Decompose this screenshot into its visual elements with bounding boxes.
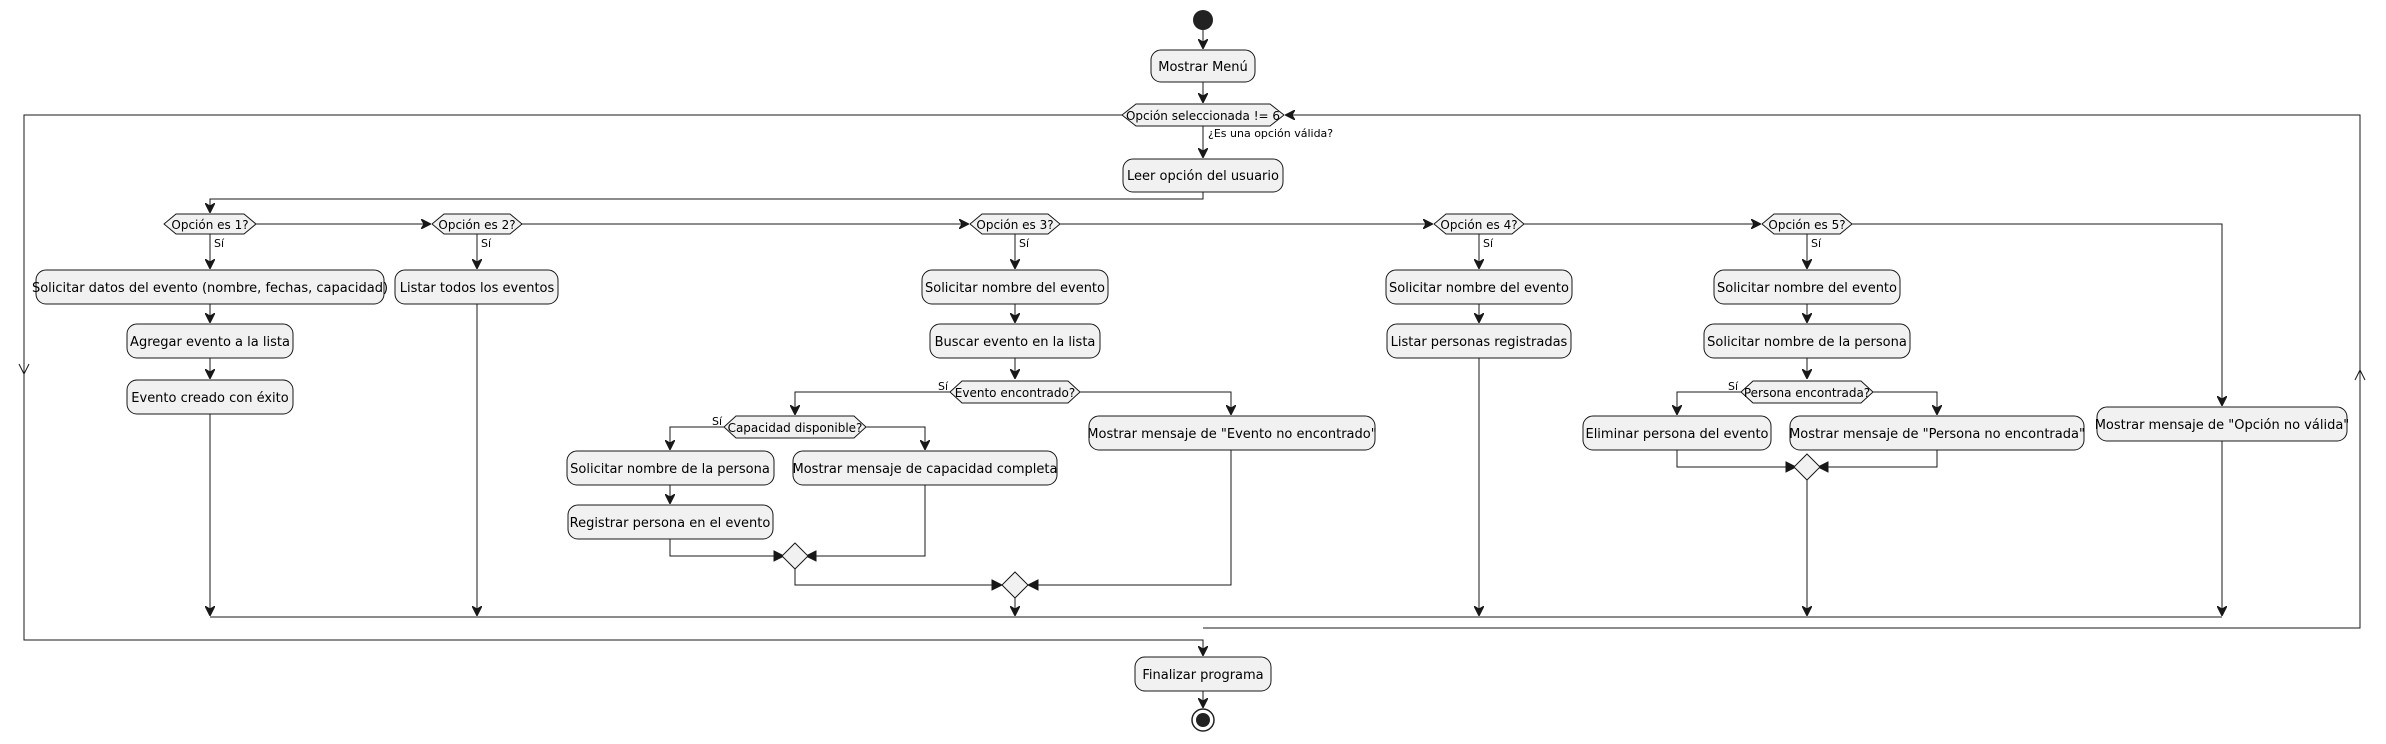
end-program-text: Finalizar programa <box>1142 668 1263 683</box>
person-found-text: Persona encontrada? <box>1744 386 1870 400</box>
person-not-found-text: Mostrar mensaje de "Persona no encontrad… <box>1789 427 2085 442</box>
opt3-yes-label: Sí <box>1019 237 1030 250</box>
capacity-merge-diamond <box>781 542 809 570</box>
event-not-found-text: Mostrar mensaje de "Evento no encontrado… <box>1087 427 1376 442</box>
event-found-yes-label: Sí <box>938 380 949 393</box>
capacity-text: Capacidad disponible? <box>728 421 863 435</box>
read-option-text: Leer opción del usuario <box>1127 169 1279 184</box>
opt1-condition-text: Opción es 1? <box>171 218 248 232</box>
opt5-condition-text: Opción es 5? <box>1768 218 1845 232</box>
opt3-condition-text: Opción es 3? <box>976 218 1053 232</box>
opt3-register-text: Registrar persona en el evento <box>570 516 771 531</box>
opt1-yes-label: Sí <box>214 237 225 250</box>
opt4-step2-text: Listar personas registradas <box>1391 335 1568 350</box>
opt1-step1-text: Solicitar datos del evento (nombre, fech… <box>32 281 388 296</box>
event-not-found-node <box>1088 415 1376 451</box>
valid-option-label: ¿Es una opción válida? <box>1208 127 1333 140</box>
menu-text: Mostrar Menú <box>1158 60 1248 75</box>
opt1-step3-text: Evento creado con éxito <box>131 391 288 406</box>
opt2-yes-label: Sí <box>481 237 492 250</box>
opt3-capacity-full-text: Mostrar mensaje de capacidad completa <box>793 462 1058 477</box>
opt5-step2-text: Solicitar nombre de la persona <box>1707 335 1907 350</box>
end-node-inner <box>1196 713 1210 727</box>
opt4-step1-text: Solicitar nombre del evento <box>1389 281 1569 296</box>
loop-back-arrow <box>2354 368 2366 381</box>
opt2-condition-text: Opción es 2? <box>438 218 515 232</box>
invalid-option-text: Mostrar mensaje de "Opción no válida" <box>2095 418 2350 433</box>
capacity-yes-label: Sí <box>712 415 723 428</box>
person-found-yes-label: Sí <box>1728 380 1739 393</box>
person-merge-diamond <box>1793 453 1821 481</box>
start-node <box>1193 10 1213 30</box>
remove-person-text: Eliminar persona del evento <box>1585 427 1768 442</box>
opt3-step1-text: Solicitar nombre del evento <box>925 281 1105 296</box>
opt3-step2-text: Buscar evento en la lista <box>935 335 1096 350</box>
event-merge-diamond <box>1001 571 1029 599</box>
opt2-step1-text: Listar todos los eventos <box>400 281 555 296</box>
opt5-yes-label: Sí <box>1811 237 1822 250</box>
loop-condition-text: Opción seleccionada != 6 <box>1126 109 1280 123</box>
opt3-person-name-text: Solicitar nombre de la persona <box>570 462 770 477</box>
opt5-step1-text: Solicitar nombre del evento <box>1717 281 1897 296</box>
opt4-condition-text: Opción es 4? <box>1440 218 1517 232</box>
opt4-yes-label: Sí <box>1483 237 1494 250</box>
opt1-step2-text: Agregar evento a la lista <box>130 335 290 350</box>
loop-condition-diamond <box>1121 103 1285 127</box>
event-found-text: Evento encontrado? <box>955 386 1075 400</box>
